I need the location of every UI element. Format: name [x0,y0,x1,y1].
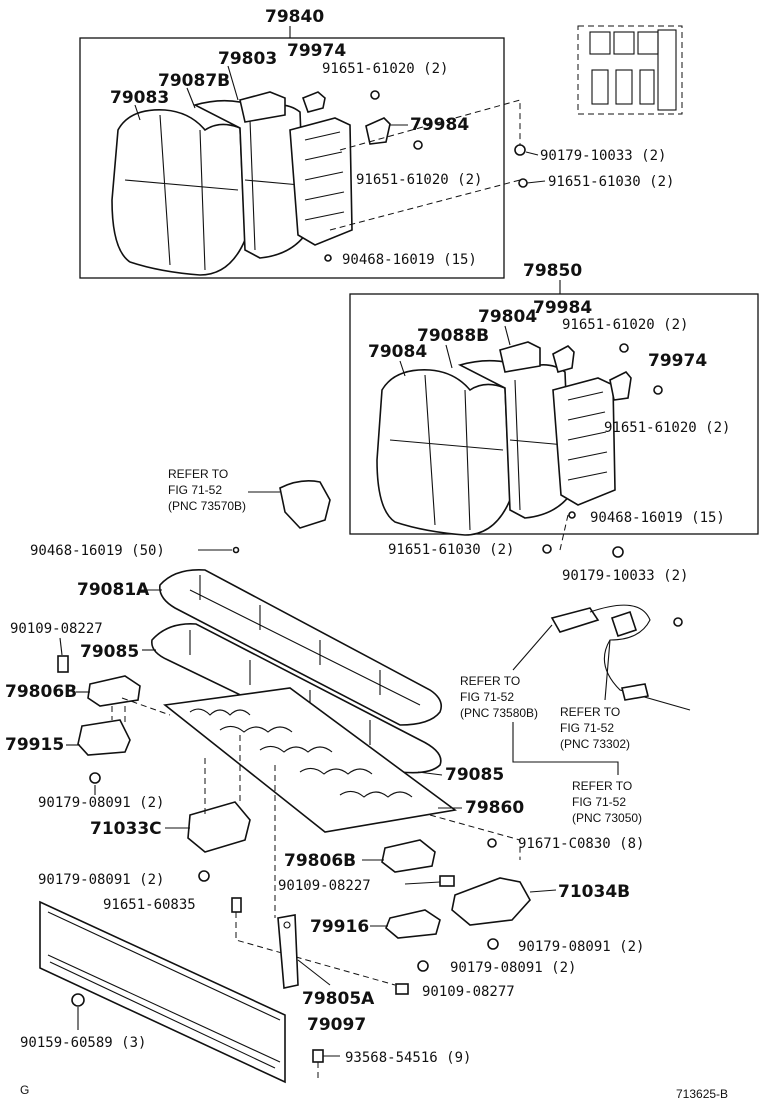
label-90109-08277: 90109-08277 [422,984,515,1000]
ref-right-a-line3: (PNC 73580B) [460,706,538,720]
ref-right-a-line2: FIG 71-52 [460,690,514,704]
middle-seatback-pad [376,359,571,536]
seatbelt-ref-right [550,604,691,711]
ref-left-line2: FIG 71-52 [168,483,222,497]
label-90179-08091-left-b: 90179-08091 (2) [38,872,164,888]
label-79860: 79860 [465,798,524,818]
label-79984-upper: 79984 [410,115,469,135]
fastener-91651-61030-middle: 91651-61030 (2) [388,542,514,558]
ref-left-line1: REFER TO [168,467,228,481]
fastener-90179-10033-upper: 90179-10033 (2) [540,148,666,164]
upper-seatback-frame [239,91,353,246]
label-79081A: 79081A [77,580,150,600]
label-79974-middle: 79974 [648,351,707,371]
fastener-90179-10033-middle: 90179-10033 (2) [562,568,688,584]
ref-right-b-line2: FIG 71-52 [560,721,614,735]
label-79806B-right: 79806B [284,851,356,871]
label-79097: 79097 [307,1015,366,1035]
seat-frame [163,687,457,833]
label-79806B-left: 79806B [5,682,77,702]
label-79803: 79803 [218,49,277,69]
label-79974-upper: 79974 [287,41,346,61]
label-79087B: 79087B [158,71,230,91]
ref-right-c-line1: REFER TO [572,779,632,793]
label-91671-C0830: 91671-C0830 (8) [518,836,644,852]
seat-cushion [158,568,443,726]
label-79805A: 79805A [302,989,375,1009]
label-79084: 79084 [368,342,427,362]
seat-panel [39,900,286,1084]
middle-hinge-parts [552,343,663,519]
ref-right-b-line1: REFER TO [560,705,620,719]
middle-main-label: 79850 [523,261,582,281]
label-79804: 79804 [478,307,537,327]
fastener-91651-61020-d: 91651-61020 (2) [604,420,730,436]
label-91651-60835: 91651-60835 [103,897,196,913]
fastener-91651-61030-upper: 91651-61030 (2) [548,174,674,190]
label-90179-08091-left-a: 90179-08091 (2) [38,795,164,811]
ref-left-line3: (PNC 73570B) [168,499,246,513]
label-90179-08091-right-b: 90179-08091 (2) [450,960,576,976]
label-71034B: 71034B [558,882,630,902]
label-90179-08091-right-a: 90179-08091 (2) [518,939,644,955]
upper-main-label: 79840 [265,7,324,27]
label-79085-a: 79085 [80,642,139,662]
fastener-90468-16019-upper: 90468-16019 (15) [342,252,477,268]
ref-right-b-line3: (PNC 73302) [560,737,630,751]
fastener-91651-61020-b: 91651-61020 (2) [356,172,482,188]
label-79916: 79916 [310,917,369,937]
seatbelt-ref-left [248,480,331,529]
fastener-90468-16019-middle: 90468-16019 (15) [590,510,725,526]
ref-right-a-line1: REFER TO [460,674,520,688]
label-90468-16019-lower: 90468-16019 (50) [30,543,165,559]
fastener-91651-61020-a: 91651-61020 (2) [322,61,448,77]
label-79083: 79083 [110,88,169,108]
upper-seatback-pad [111,99,306,276]
middle-seatback-frame [499,341,616,506]
label-79088B: 79088B [417,326,489,346]
upper-group-frame [79,37,505,279]
middle-group-frame [349,293,759,535]
label-90109-08227-right: 90109-08227 [278,878,371,894]
fastener-91651-61020-c: 91651-61020 (2) [562,317,688,333]
corner-letter: G [20,1083,29,1097]
ref-right-c-line2: FIG 71-52 [572,795,626,809]
diagram-id: 713625-B [676,1087,728,1101]
upper-hinge-parts [301,90,528,262]
label-79984-middle: 79984 [533,298,592,318]
ref-right-c-line3: (PNC 73050) [572,811,642,825]
label-79915: 79915 [5,735,64,755]
label-79085-b: 79085 [445,765,504,785]
label-90159-60589: 90159-60589 (3) [20,1035,146,1051]
label-90109-08227-left: 90109-08227 [10,621,103,637]
label-93568-54516: 93568-54516 (9) [345,1050,471,1066]
support-bracket [277,914,299,989]
label-71033C: 71033C [90,819,162,839]
vehicle-seat-thumbnail-icon [577,25,683,115]
